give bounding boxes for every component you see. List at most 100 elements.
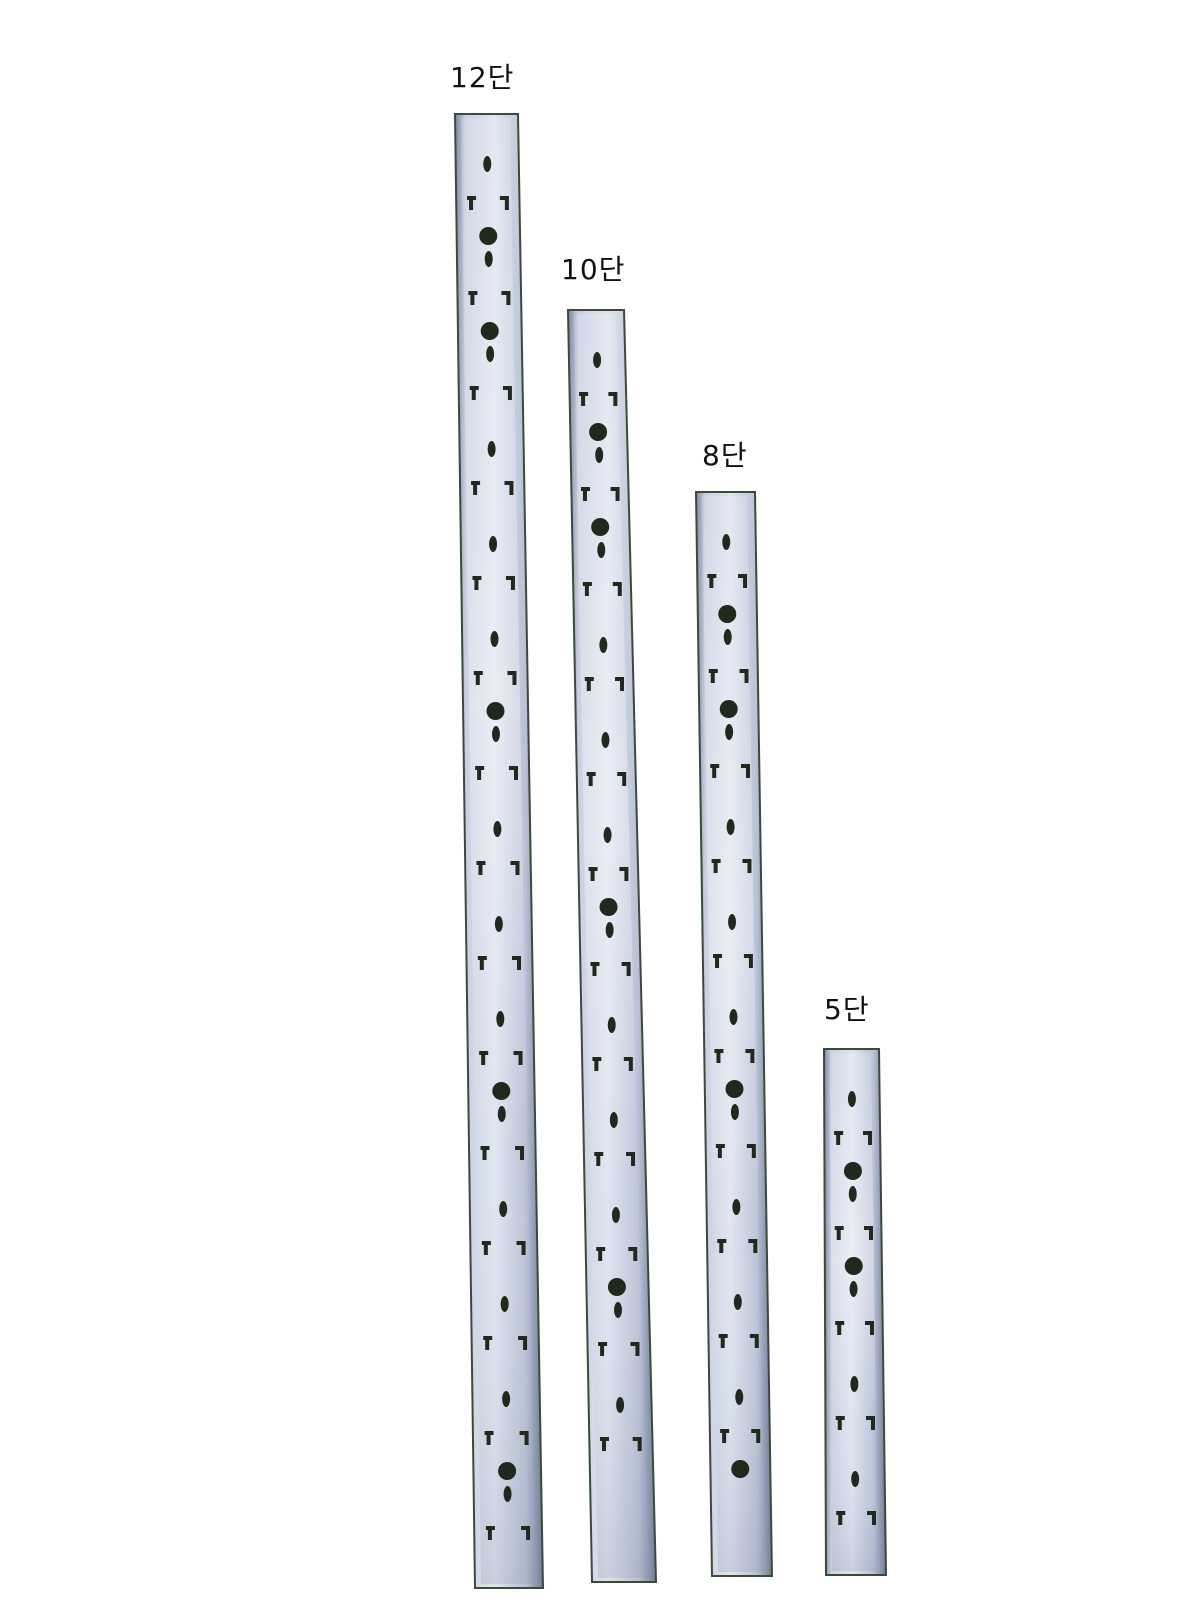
post-hook-hole [835, 1416, 845, 1430]
post-hook-hole [717, 1239, 727, 1253]
post-sheen [574, 314, 648, 1578]
post-round-hole [718, 605, 737, 623]
post-hook-hole [866, 1416, 876, 1430]
post-slot-hole [726, 819, 735, 835]
post-hook-hole [710, 764, 720, 778]
post-slot-hole [851, 1471, 860, 1487]
post-slot-hole [603, 827, 612, 843]
post-slot-hole [601, 732, 610, 748]
post-slot-hole [849, 1281, 858, 1297]
post-slot-hole [500, 1296, 509, 1312]
post-hook-hole [748, 1239, 758, 1253]
post-hook-hole [477, 956, 487, 970]
post-hook-hole [608, 392, 618, 406]
post-label-5: 5단 [824, 993, 870, 1026]
post-hook-hole [468, 291, 478, 305]
post-round-hole [486, 702, 505, 720]
post-round-hole [599, 898, 618, 916]
post-hook-hole [720, 1429, 730, 1443]
post-round-hole [731, 1460, 750, 1478]
post-hook-hole [594, 1152, 604, 1166]
post-slot-hole [483, 156, 492, 172]
post-hook-hole [715, 1144, 725, 1158]
post-hook-hole [513, 1051, 523, 1065]
post-slot-hole [497, 1106, 506, 1122]
post-slot-hole [847, 1091, 856, 1107]
post-hook-hole [834, 1131, 844, 1145]
post-hook-hole [507, 671, 517, 685]
post-hook-hole [469, 386, 479, 400]
post-slot-hole [493, 821, 502, 837]
post-slot-hole [484, 251, 493, 267]
post-round-hole [480, 322, 499, 340]
post-hook-hole [518, 1336, 528, 1350]
post-hook-hole [718, 1334, 728, 1348]
post-hook-hole [481, 1241, 491, 1255]
post-hook-hole [508, 766, 518, 780]
post-slot-hole [503, 1486, 512, 1502]
post-slot-hole [723, 629, 732, 645]
post-round-hole [591, 518, 610, 536]
post-hook-hole [519, 1431, 529, 1445]
post-hook-hole [598, 1342, 608, 1356]
post-hook-hole [504, 481, 514, 495]
post-slot-hole [607, 1017, 616, 1033]
post-10-level [566, 309, 658, 1583]
post-hook-hole [743, 954, 753, 968]
post-slot-hole [732, 1199, 741, 1215]
post-hook-hole [739, 669, 749, 683]
post-hook-hole [866, 1511, 876, 1525]
post-round-hole [725, 1080, 744, 1098]
post-hook-hole [612, 582, 622, 596]
post-hook-hole [632, 1437, 642, 1451]
post-8-level [694, 491, 774, 1577]
post-hook-hole [738, 574, 748, 588]
post-sheen [830, 1053, 878, 1571]
post-slot-hole [499, 1201, 508, 1217]
post-hook-hole [515, 1146, 525, 1160]
post-slot-hole [848, 1186, 857, 1202]
post-slot-hole [490, 631, 499, 647]
post-hook-hole [521, 1526, 531, 1540]
post-slot-hole [730, 1104, 739, 1120]
post-hook-hole [626, 1152, 636, 1166]
post-label-8: 8단 [702, 439, 748, 472]
post-hook-hole [579, 392, 589, 406]
post-hook-hole [479, 1051, 489, 1065]
post-hook-hole [473, 671, 483, 685]
post-hook-hole [592, 1057, 602, 1071]
post-hook-hole [614, 677, 624, 691]
post-hook-hole [711, 859, 721, 873]
post-round-hole [607, 1278, 626, 1296]
post-hook-hole [586, 772, 596, 786]
post-hook-hole [512, 956, 522, 970]
post-slot-hole [850, 1376, 859, 1392]
post-hook-hole [475, 766, 485, 780]
post-hook-hole [707, 574, 717, 588]
post-hook-hole [599, 1437, 609, 1451]
post-hook-hole [584, 677, 594, 691]
post-hook-hole [617, 772, 627, 786]
post-slot-hole [486, 346, 495, 362]
post-hook-hole [714, 1049, 724, 1063]
post-slot-hole [595, 447, 604, 463]
post-round-hole [719, 700, 738, 718]
post-slot-hole [609, 1112, 618, 1128]
post-slot-hole [611, 1207, 620, 1223]
post-hook-hole [863, 1131, 873, 1145]
post-slot-hole [735, 1389, 744, 1405]
post-slot-hole [491, 726, 500, 742]
post-slot-hole [728, 914, 737, 930]
post-hook-hole [623, 1057, 633, 1071]
post-hook-hole [582, 582, 592, 596]
post-slot-hole [614, 1302, 623, 1318]
post-hook-hole [836, 1511, 846, 1525]
post-hook-hole [708, 669, 718, 683]
post-slot-hole [593, 352, 602, 368]
post-hook-hole [596, 1247, 606, 1261]
post-slot-hole [605, 922, 614, 938]
post-hook-hole [864, 1226, 874, 1240]
post-hook-hole [502, 386, 512, 400]
post-round-hole [844, 1257, 863, 1275]
post-hook-hole [467, 196, 477, 210]
